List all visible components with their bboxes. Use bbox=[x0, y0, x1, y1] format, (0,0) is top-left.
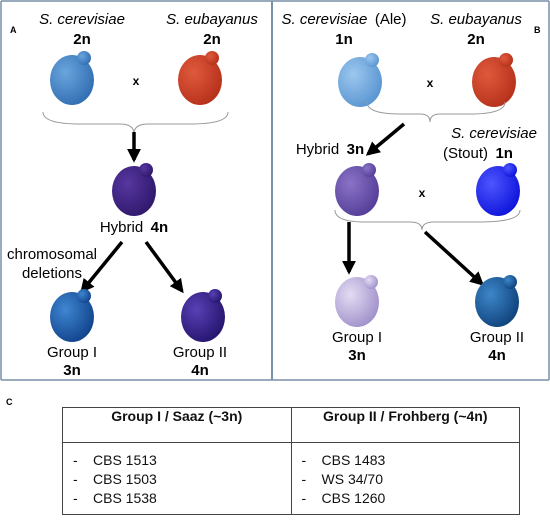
panel-b-cross-symbol-1: x bbox=[427, 76, 434, 90]
panel-a-arrow-to-group2 bbox=[144, 240, 184, 294]
group1-header: Group I / Saaz (~3n) bbox=[62, 407, 292, 443]
group1-strain-cell: CBS 1513 CBS 1503 CBS 1538 bbox=[62, 442, 292, 515]
group1-cell-b bbox=[335, 275, 379, 327]
strain-item: CBS 1513 bbox=[73, 451, 291, 470]
panel-b-hybrid-label: Hybrid 3n bbox=[296, 141, 364, 158]
panel-b-arrow-to-group2 bbox=[423, 230, 485, 286]
strain-table: Group I / Saaz (~3n) Group II / Frohberg… bbox=[62, 407, 520, 515]
group1-strain-list: CBS 1513 CBS 1503 CBS 1538 bbox=[73, 451, 291, 508]
hybrid-3n-cell bbox=[335, 163, 379, 216]
panel-a-arrow-to-group1 bbox=[80, 240, 124, 294]
hybrid-4n-cell bbox=[112, 163, 156, 216]
panel-b-group2-name: Group II bbox=[470, 329, 524, 346]
strain-item: CBS 1260 bbox=[302, 489, 520, 508]
group1-cell-a bbox=[50, 289, 94, 342]
panel-b-label: B bbox=[534, 25, 541, 35]
panel-a-group2-name: Group II bbox=[173, 344, 227, 361]
panel-a-group2-ploidy: 4n bbox=[191, 362, 209, 379]
panel-a-deletion-label-line1: chromosomal bbox=[7, 246, 97, 263]
panel-b-group1-ploidy: 3n bbox=[348, 347, 366, 364]
panel-b-stout-qualifier: (Stout) 1n bbox=[443, 145, 513, 162]
panel-b-group1-name: Group I bbox=[332, 329, 382, 346]
group2-cell-a bbox=[181, 289, 225, 342]
panel-c-label: C bbox=[6, 397, 13, 407]
group2-header: Group II / Frohberg (~4n) bbox=[290, 407, 520, 443]
strain-item: CBS 1503 bbox=[73, 470, 291, 489]
group2-cell-b bbox=[475, 275, 519, 327]
panel-b-cross-symbol-2: x bbox=[419, 186, 426, 200]
panel-b-group2-ploidy: 4n bbox=[488, 347, 506, 364]
strain-item: CBS 1538 bbox=[73, 489, 291, 508]
s-eubayanus-cell-a bbox=[178, 51, 222, 105]
panel-a-cross-symbol: x bbox=[133, 74, 140, 88]
s-cerevisiae-ale-cell bbox=[338, 53, 382, 107]
panel-a-label: A bbox=[10, 25, 17, 35]
s-eubayanus-cell-b bbox=[472, 53, 516, 107]
panel-b-cross-bracket-1 bbox=[366, 101, 506, 123]
stout-cell bbox=[476, 163, 520, 216]
panel-b-parent-left-ploidy: 1n bbox=[335, 31, 353, 48]
strain-table-header-row: Group I / Saaz (~3n) Group II / Frohberg… bbox=[62, 407, 520, 443]
group2-strain-list: CBS 1483 WS 34/70 CBS 1260 bbox=[302, 451, 520, 508]
panel-a-deletion-label-line2: deletions bbox=[22, 265, 82, 282]
panel-b-parent-right-species: S. eubayanus bbox=[430, 11, 522, 28]
panel-a-group1-name: Group I bbox=[47, 344, 97, 361]
panel-b-arrow-to-hybrid bbox=[365, 122, 406, 156]
panel-a-parent-left-species: S. cerevisiae bbox=[39, 11, 125, 28]
panel-a-cross-bracket bbox=[42, 111, 229, 135]
panel-b-cross-bracket-2 bbox=[334, 209, 521, 231]
strain-item: CBS 1483 bbox=[302, 451, 520, 470]
group2-strain-cell: CBS 1483 WS 34/70 CBS 1260 bbox=[290, 442, 520, 515]
panel-a-hybrid-label: Hybrid 4n bbox=[100, 219, 168, 236]
panel-b-parent-right-ploidy: 2n bbox=[467, 31, 485, 48]
strain-table-body-row: CBS 1513 CBS 1503 CBS 1538 CBS 1483 WS 3… bbox=[62, 442, 520, 515]
panel-a-parent-right-ploidy: 2n bbox=[203, 31, 221, 48]
panel-a-parent-left-ploidy: 2n bbox=[73, 31, 91, 48]
panel-a-group1-ploidy: 3n bbox=[63, 362, 81, 379]
strain-item: WS 34/70 bbox=[302, 470, 520, 489]
panel-a-parent-right-species: S. eubayanus bbox=[166, 11, 258, 28]
panel-b-stout-species: S. cerevisiae bbox=[451, 125, 537, 142]
panel-b-parent-left-species: S. cerevisiae (Ale) bbox=[282, 11, 407, 28]
s-cerevisiae-cell-a bbox=[50, 51, 94, 105]
